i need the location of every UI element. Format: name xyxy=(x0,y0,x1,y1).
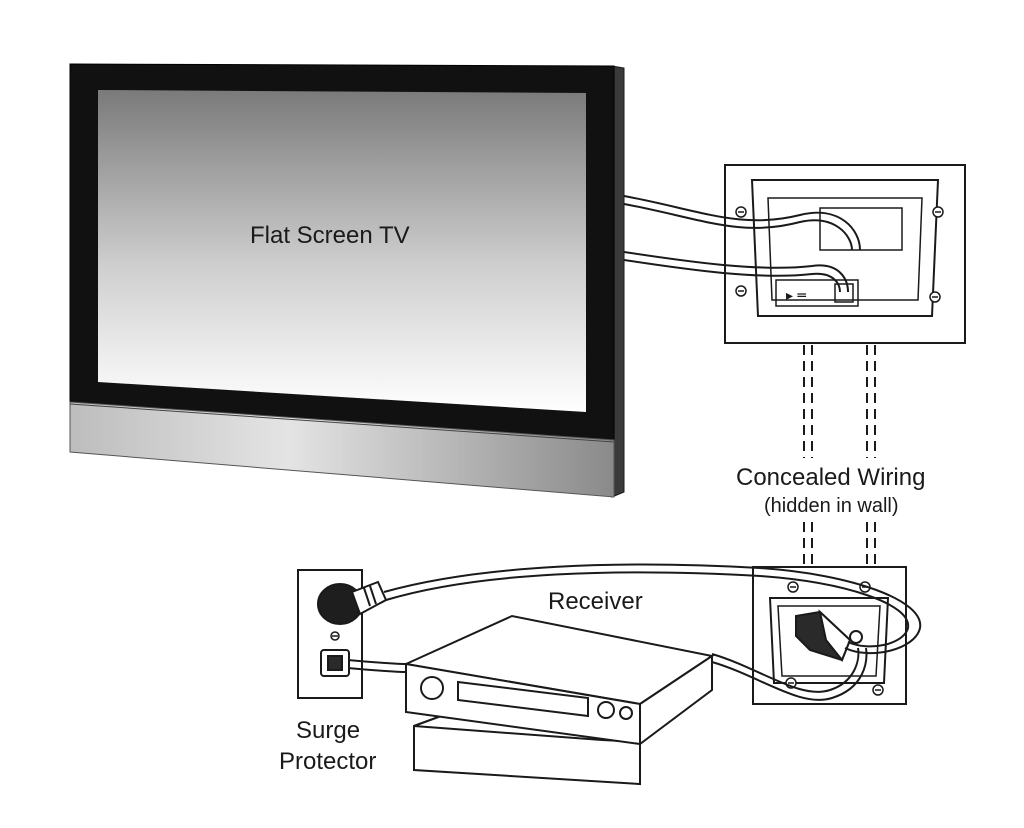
power-cable xyxy=(383,563,922,655)
hidden-in-wall-label: (hidden in wall) xyxy=(764,495,899,517)
upper-plate-recess xyxy=(750,179,940,317)
upper-outlet xyxy=(775,279,859,307)
tv-cables xyxy=(623,195,861,293)
tv-speaker-bar xyxy=(69,401,615,498)
receiver-knob-right xyxy=(597,701,615,719)
upper-plate-screws xyxy=(735,206,944,303)
flat-screen-tv xyxy=(69,63,625,498)
receiver-display xyxy=(457,680,589,718)
upper-wall-plate: ▸ ═ xyxy=(724,164,966,344)
concealed-wiring-label: Concealed Wiring xyxy=(736,464,926,491)
svg-text:▸ ═: ▸ ═ xyxy=(786,288,806,304)
upper-plate-frame xyxy=(724,164,966,344)
receiver-side xyxy=(639,654,713,746)
receiver xyxy=(402,614,715,786)
surge-label-line2: Protector xyxy=(279,748,377,775)
receiver-cables xyxy=(347,647,868,701)
surge-label-line1: Surge xyxy=(296,717,361,744)
surge-plug xyxy=(317,580,388,625)
tv-screen xyxy=(98,90,586,412)
tv-label: Flat Screen TV xyxy=(250,222,410,249)
receiver-knob-left xyxy=(420,676,444,700)
lower-plate-plug xyxy=(795,609,863,662)
lower-plate-recess xyxy=(768,597,890,684)
receiver-label: Receiver xyxy=(548,588,643,615)
concealed-wiring-lines xyxy=(803,345,876,572)
